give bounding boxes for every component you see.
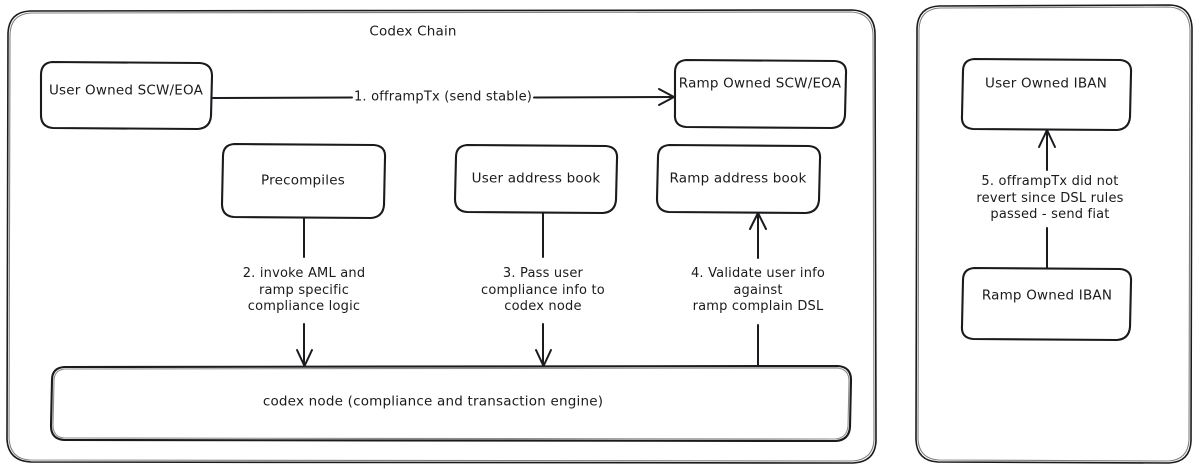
codex-chain-panel-title: Codex Chain	[369, 23, 457, 40]
node-precompiles-label: Precompiles	[261, 172, 345, 189]
edge-4-validate-user-info[interactable]	[749, 212, 767, 367]
node-user-owned-iban-label: User Owned IBAN	[984, 75, 1108, 92]
fiat-panel[interactable]	[915, 4, 1193, 464]
node-codex-node-label: codex node (compliance and transaction e…	[262, 393, 604, 410]
edge-5-label: 5. offrampTx did not revert since DSL ru…	[976, 174, 1124, 223]
node-user-owned-iban[interactable]	[960, 57, 1133, 132]
edge-2-invoke-aml[interactable]	[296, 217, 313, 367]
node-ramp-owned-iban[interactable]	[960, 266, 1133, 342]
edge-3-label: 3. Pass user compliance info to codex no…	[481, 266, 605, 315]
node-user-owned-scw-eoa-label: User Owned SCW/EOA	[48, 82, 204, 99]
node-ramp-address-book-label: Ramp address book	[669, 170, 807, 187]
node-ramp-owned-scw-eoa[interactable]	[673, 58, 848, 130]
codex-chain-panel[interactable]	[6, 9, 877, 464]
node-ramp-address-book[interactable]	[655, 143, 822, 215]
node-codex-node[interactable]	[49, 364, 853, 443]
node-ramp-owned-iban-label: Ramp Owned IBAN	[981, 287, 1113, 304]
edge-3-pass-user-compliance[interactable]	[535, 212, 552, 367]
edge-4-label: 4. Validate user info against ramp compl…	[690, 266, 826, 315]
edge-2-label: 2. invoke AML and ramp specific complian…	[242, 266, 366, 315]
node-ramp-owned-scw-eoa-label: Ramp Owned SCW/EOA	[678, 75, 842, 92]
edge-1-offramptx[interactable]	[212, 88, 675, 106]
edge-5-offramptx-did-not-revert[interactable]	[1038, 129, 1056, 269]
node-user-address-book[interactable]	[453, 143, 619, 215]
edge-1-label: 1. offrampTx (send stable)	[353, 89, 533, 105]
node-user-owned-scw-eoa[interactable]	[39, 60, 214, 131]
node-precompiles[interactable]	[220, 142, 387, 220]
node-user-address-book-label: User address book	[471, 170, 601, 187]
